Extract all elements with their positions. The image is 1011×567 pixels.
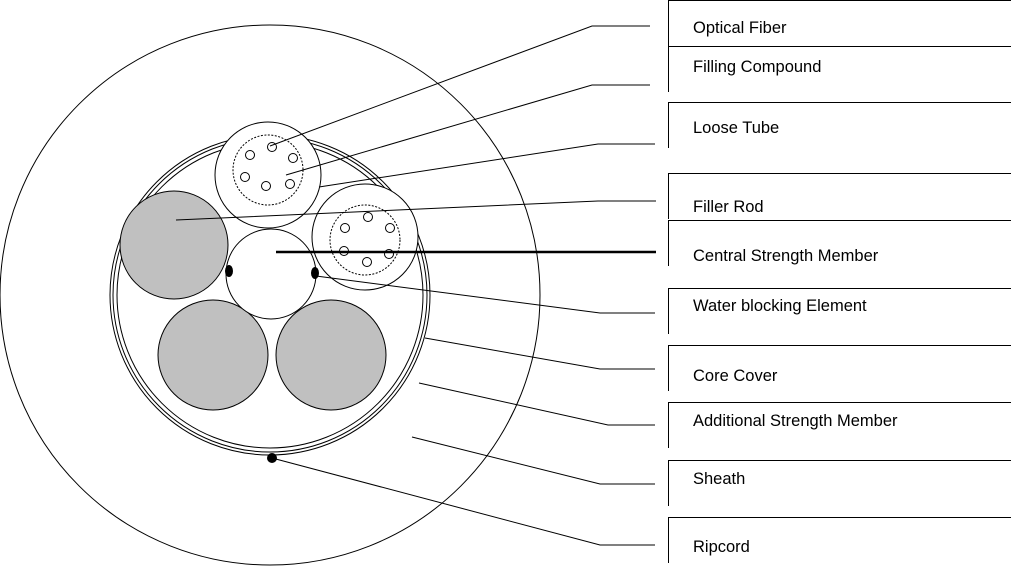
leader-lines xyxy=(175,25,656,546)
leader-filler-rod xyxy=(175,200,656,221)
label-box-sheath: Sheath xyxy=(668,460,1011,506)
label-filler-rod: Filler Rod xyxy=(693,198,764,216)
label-box-loose-tube: Loose Tube xyxy=(668,102,1011,148)
leader-sheath xyxy=(411,436,655,485)
filler-rod-bottom-left xyxy=(157,299,269,411)
loose-tube-right xyxy=(311,183,419,291)
leader-additional-strength xyxy=(418,382,655,426)
label-box-filler-rod: Filler Rod xyxy=(668,173,1011,219)
label-core-cover: Core Cover xyxy=(693,367,778,385)
leader-optical-fiber xyxy=(269,25,650,147)
leader-water-blocking xyxy=(315,275,655,314)
central-strength-member xyxy=(225,228,317,320)
leader-ripcord xyxy=(271,457,655,546)
label-additional-strength-member: Additional Strength Member xyxy=(693,412,898,430)
label-box-ripcord: Ripcord xyxy=(668,517,1011,563)
leader-loose-tube xyxy=(318,143,655,188)
label-sheath: Sheath xyxy=(693,470,746,488)
label-box-filling-compound: Filling Compound xyxy=(668,46,1011,92)
label-box-central-strength-member: Central Strength Member xyxy=(668,220,1011,266)
label-filling-compound: Filling Compound xyxy=(693,58,822,76)
label-box-optical-fiber: Optical Fiber xyxy=(668,0,1011,46)
label-loose-tube: Loose Tube xyxy=(693,119,780,137)
label-central-strength-member: Central Strength Member xyxy=(693,247,879,265)
label-optical-fiber: Optical Fiber xyxy=(693,19,787,37)
loose-tube-top xyxy=(214,121,322,229)
label-ripcord: Ripcord xyxy=(693,538,750,556)
leader-filling-compound xyxy=(285,84,650,176)
leader-core-cover xyxy=(424,337,655,370)
water-blocking-element-left xyxy=(225,265,233,277)
sheath-outer-circle xyxy=(0,24,541,566)
filler-rod-bottom-right xyxy=(275,299,387,411)
optical-fibers-top xyxy=(240,142,298,191)
water-blocking-element-right xyxy=(311,267,319,279)
filler-rod-left xyxy=(119,190,229,300)
label-box-core-cover: Core Cover xyxy=(668,345,1011,391)
label-water-blocking-element: Water blocking Element xyxy=(693,297,867,315)
label-box-water-blocking-element: Water blocking Element xyxy=(668,288,1011,334)
fiber-bundle-right xyxy=(329,204,401,276)
label-box-additional-strength-member: Additional Strength Member xyxy=(668,402,1011,448)
